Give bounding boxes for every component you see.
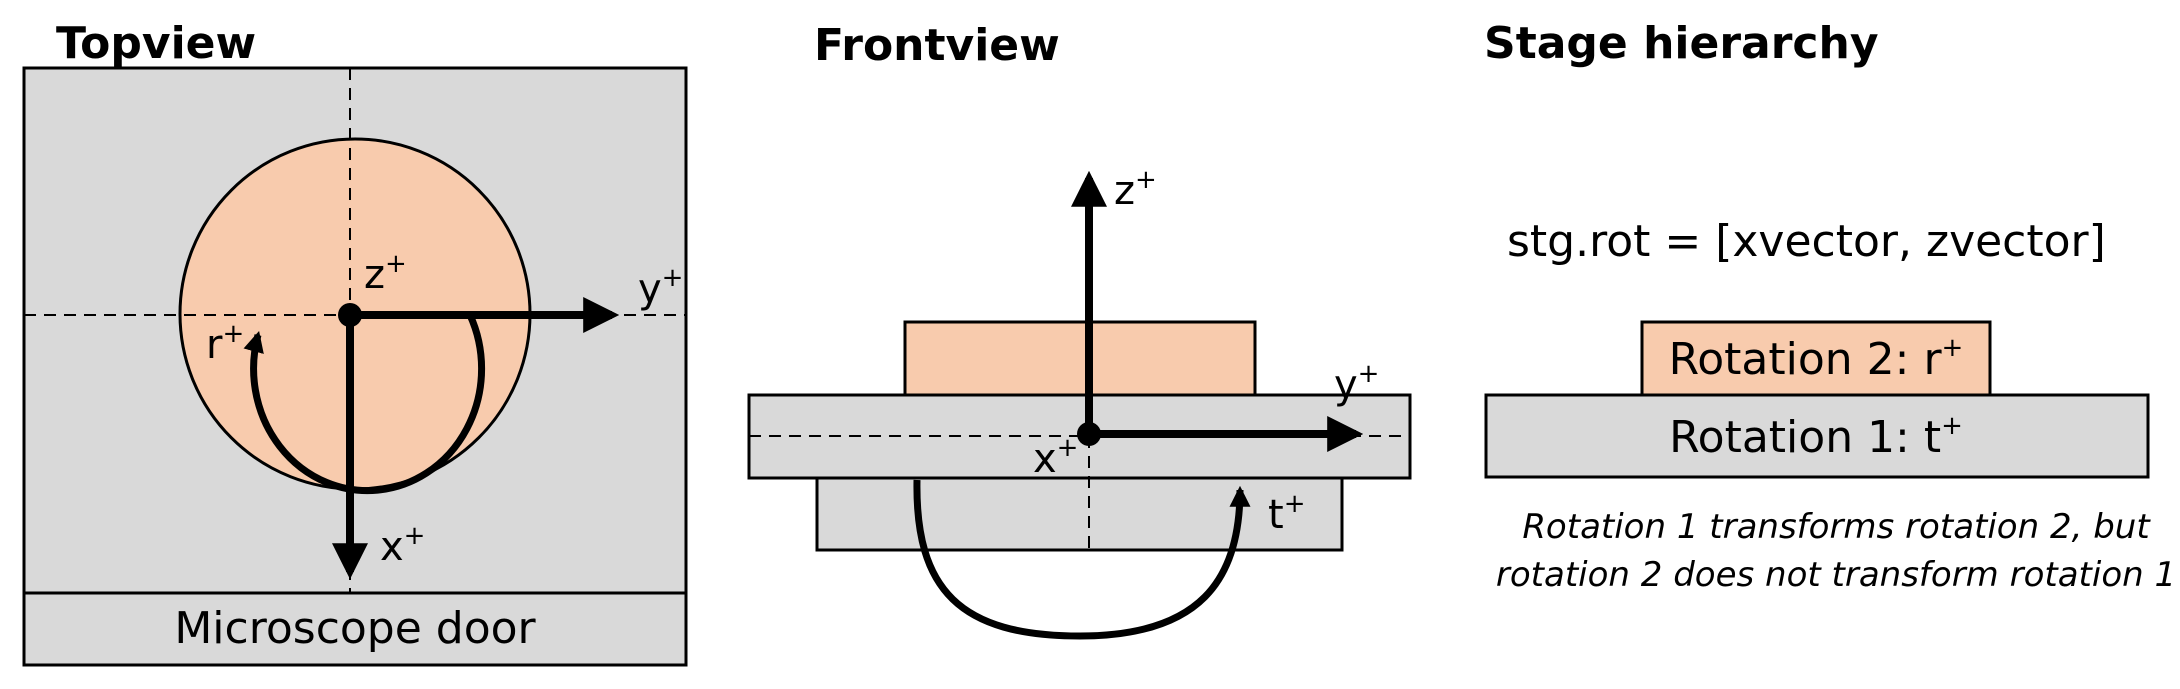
axis-x-label: x+ xyxy=(1033,433,1078,482)
hierarchy-note-line1: Rotation 1 transforms rotation 2, but xyxy=(1522,507,2151,547)
origin-point xyxy=(338,303,362,327)
axis-y-label: y+ xyxy=(1334,359,1379,408)
axis-x-label: x+ xyxy=(380,521,425,570)
hierarchy-title: Stage hierarchy xyxy=(1484,18,1879,69)
frontview-rotation-stage xyxy=(903,320,1257,397)
rotation-2-label: Rotation 2: r+ xyxy=(1669,333,1964,385)
microscope-door xyxy=(22,591,688,667)
rotation-1-box xyxy=(1484,393,2150,479)
frontview-title: Frontview xyxy=(814,20,1060,71)
hierarchy-note-line2: rotation 2 does not transform rotation 1 xyxy=(1496,555,2176,595)
topview-panel: Topview Microscope door z+ y+ x+ r+ xyxy=(22,18,688,667)
rotation-t-arc xyxy=(913,479,1251,640)
frontview-lower-stage xyxy=(815,476,1344,552)
rotation-formula: stg.rot = [xvector, zvector] xyxy=(1507,216,2106,267)
topview-title: Topview xyxy=(56,18,256,69)
hierarchy-panel: Stage hierarchy stg.rot = [xvector, zvec… xyxy=(1484,18,2176,595)
axis-z-label: z+ xyxy=(1114,165,1157,214)
axis-r-label: r+ xyxy=(206,319,244,368)
microscope-door-label: Microscope door xyxy=(174,603,536,654)
axis-z-label: z+ xyxy=(364,249,407,298)
rotation-1-label: Rotation 1: t+ xyxy=(1669,411,1963,463)
axis-y-label: y+ xyxy=(638,263,683,312)
frontview-panel: Frontview z+ y+ x+ t+ xyxy=(747,20,1412,640)
origin-point xyxy=(1077,422,1101,446)
axis-t-label: t+ xyxy=(1268,489,1305,538)
rotation-r-arc xyxy=(243,313,486,495)
